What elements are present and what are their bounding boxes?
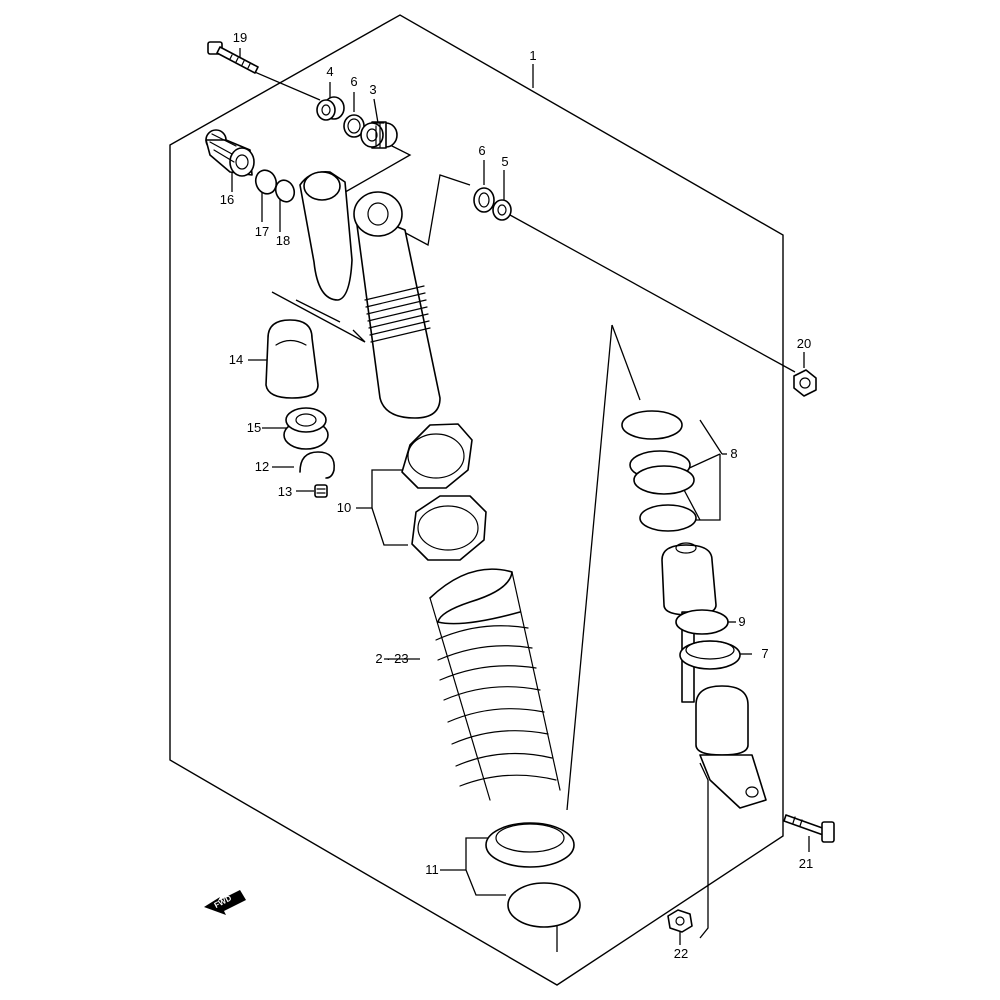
callout-5: 5 [501,154,508,169]
callout-6-right: 6 [478,143,485,158]
callout-2-23: 2 · 23 [375,651,408,666]
seat-7 [679,640,741,670]
callout-9: 9 [738,614,745,629]
callout-6-top: 6 [350,74,357,89]
collar-4 [316,96,345,121]
cap-15 [283,407,329,450]
collar-5 [492,199,512,221]
callout-21: 21 [799,856,813,871]
callout-12: 12 [255,459,269,474]
bladder-14 [265,319,319,399]
callout-8: 8 [730,446,737,461]
callout-22: 22 [674,946,688,961]
retainer-11 [507,882,581,928]
snap-ring-9 [675,609,729,635]
callout-20: 20 [797,336,811,351]
lower-clevis [695,685,767,809]
adjuster-nut-10-upper [401,423,473,489]
callout-10: 10 [337,500,351,515]
callout-1: 1 [529,48,536,63]
assembly-frame [169,14,784,986]
spring-seat-11 [485,822,575,868]
fwd-arrow-icon: FWD [204,890,246,915]
coil-spring-2-23 [429,568,561,801]
valve-13 [314,484,328,498]
seal-6-right [473,187,495,213]
callout-labels: 1 19 4 6 3 6 5 16 17 18 20 14 15 8 12 13… [220,30,813,961]
callout-11: 11 [425,862,439,877]
callout-18: 18 [276,233,290,248]
callout-14: 14 [229,352,243,367]
reservoir-body [299,170,353,301]
callout-3: 3 [369,82,376,97]
callout-17: 17 [255,224,269,239]
o-ring-18 [274,179,296,203]
spring-rings-8 [621,410,697,532]
callout-19: 19 [233,30,247,45]
shock-absorber-body [353,191,441,419]
callout-16: 16 [220,192,234,207]
o-ring-17 [254,169,278,195]
callout-15: 15 [247,420,261,435]
adjuster-16 [205,129,255,177]
callout-4: 4 [326,64,333,79]
bolt-19 [207,41,259,74]
snap-ring-12 [299,451,335,479]
bolt-21 [783,814,835,843]
callout-7: 7 [761,646,768,661]
nut-22 [667,909,693,933]
leader-lines [231,48,810,952]
bearing-3 [360,121,398,149]
nut-20 [793,369,817,397]
callout-13: 13 [278,484,292,499]
adjuster-nut-10-lower [411,495,487,561]
